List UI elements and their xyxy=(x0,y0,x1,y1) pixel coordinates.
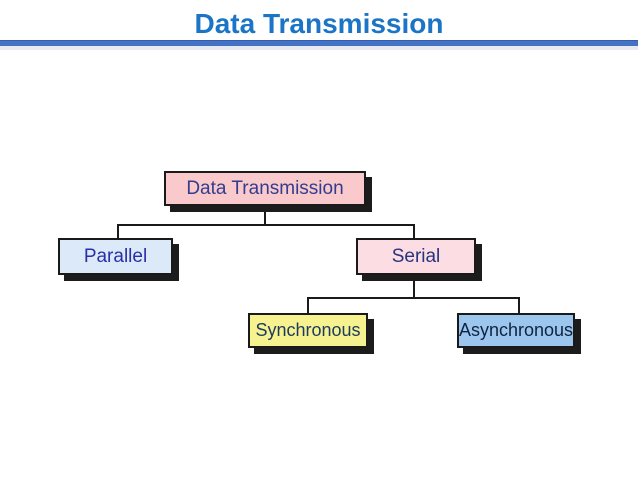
node-label-serial: Serial xyxy=(391,245,441,267)
connector-top-horizontal xyxy=(117,224,415,226)
diagram-node-parallel: Parallel xyxy=(58,238,173,275)
diagram-node-asynchronous: Asynchronous xyxy=(457,313,575,348)
connector-bottom-horizontal xyxy=(307,297,520,299)
title-rule xyxy=(0,40,638,46)
slide-title: Data Transmission xyxy=(194,8,444,39)
node-label-parallel: Parallel xyxy=(83,245,148,267)
node-label-asynchronous: Asynchronous xyxy=(458,320,574,340)
connector-to-serial xyxy=(413,224,415,238)
node-label-synchronous: Synchronous xyxy=(255,320,361,340)
connector-to-asynchronous xyxy=(518,297,520,313)
connector-root-down xyxy=(264,206,266,226)
node-label-data-transmission: Data Transmission xyxy=(186,177,344,199)
diagram-node-synchronous: Synchronous xyxy=(248,313,368,348)
connector-serial-down xyxy=(413,275,415,299)
connector-to-synchronous xyxy=(307,297,309,313)
diagram-node-data-transmission: Data Transmission xyxy=(164,171,366,206)
title-rule-shadow xyxy=(0,46,638,50)
connector-to-parallel xyxy=(117,224,119,238)
diagram-node-serial: Serial xyxy=(356,238,476,275)
